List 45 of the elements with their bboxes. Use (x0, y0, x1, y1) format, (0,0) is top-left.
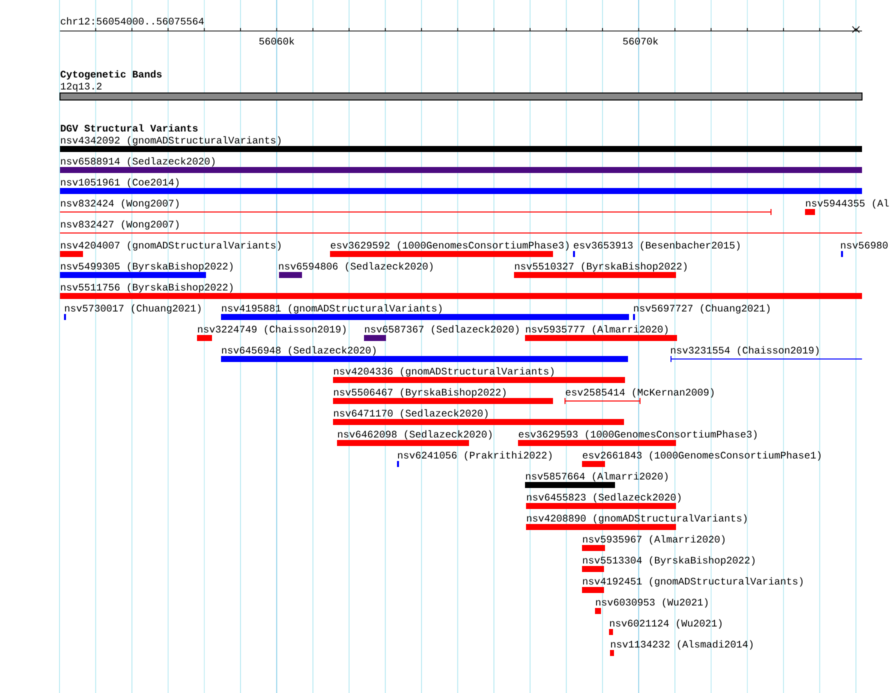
variant-label: nsv5935967 (Almarri2020) (583, 535, 725, 545)
track-heading: Cytogenetic Bands (60, 70, 162, 80)
variant-label: nsv6455823 (Sedlazeck2020) (527, 493, 681, 503)
variant-label: nsv6456948 (Sedlazeck2020) (222, 346, 376, 356)
variant-label: nsv56980 (841, 242, 888, 249)
variant-label: nsv6594806 (Sedlazeck2020) (279, 262, 433, 272)
variant-label: nsv5857664 (Almarri2020) (526, 472, 668, 482)
variant-label: nsv3231554 (Chaisson2019) (671, 346, 819, 356)
variant-label: nsv4204336 (gnomADStructuralVariants) (334, 367, 554, 377)
variant-label: nsv832427 (Wong2007) (61, 220, 179, 230)
variant-label: nsv5510327 (ByrskaBishop2022) (515, 262, 687, 272)
variant-label: nsv832424 (Wong2007) (61, 199, 179, 209)
variant-label: nsv5730017 (Chuang2021) (65, 304, 201, 314)
variant-label: nsv5506467 (ByrskaBishop2022) (334, 388, 506, 398)
region-label: chr12:56054000..56075564 (60, 17, 204, 25)
variant-label: esv3653913 (Besenbacher2015) (574, 241, 740, 251)
variant-label: esv3629592 (1000GenomesConsortiumPhase3) (330, 241, 569, 251)
variant-label: esv2661843 (1000GenomesConsortiumPhase1) (582, 451, 821, 461)
variant-label: nsv5513304 (ByrskaBishop2022) (583, 556, 755, 566)
variant-label: nsv1134232 (Alsmadi2014) (611, 640, 753, 650)
variant-label: nsv6462098 (Sedlazeck2020) (338, 430, 492, 440)
variant-label: nsv6471170 (Sedlazeck2020) (334, 409, 488, 419)
variant-label: nsv5499305 (ByrskaBishop2022) (61, 262, 233, 272)
variant-label: nsv6021124 (Wu2021) (610, 619, 722, 629)
variant-label: nsv5944355 (Al (806, 199, 889, 209)
variant-label: nsv6030953 (Wu2021) (596, 598, 708, 608)
variant-label: nsv6588914 (Sedlazeck2020) (61, 157, 215, 167)
variant-label: nsv1051961 (Coe2014) (61, 178, 179, 188)
tick-label: 56060k (259, 37, 294, 45)
variant-label: nsv6241056 (Prakrithi2022) (398, 451, 552, 461)
variant-label: nsv5511756 (ByrskaBishop2022) (61, 283, 233, 293)
variant-label: esv3629593 (1000GenomesConsortiumPhase3) (518, 430, 757, 440)
variant-label: nsv4195881 (gnomADStructuralVariants) (222, 304, 442, 314)
tick-label: 56070k (623, 37, 658, 45)
variant-label: nsv4208890 (gnomADStructuralVariants) (527, 514, 747, 524)
track-heading: DGV Structural Variants (60, 124, 198, 132)
variant-label: nsv4204007 (gnomADStructuralVariants) (61, 241, 281, 251)
variant-label: nsv6587367 (Sedlazeck2020) (365, 325, 519, 335)
variant-label: nsv4192451 (gnomADStructuralVariants) (583, 577, 803, 587)
band-label: 12q13.2 (60, 82, 102, 92)
variant-label: nsv5697727 (Chuang2021) (634, 304, 770, 314)
variant-label: esv2585414 (McKernan2009) (566, 388, 714, 398)
variant-label: nsv4342092 (gnomADStructuralVariants) (61, 136, 281, 146)
variant-label: nsv3224749 (Chaisson2019) (198, 325, 346, 335)
variant-label: nsv5935777 (Almarri2020) (526, 325, 668, 335)
